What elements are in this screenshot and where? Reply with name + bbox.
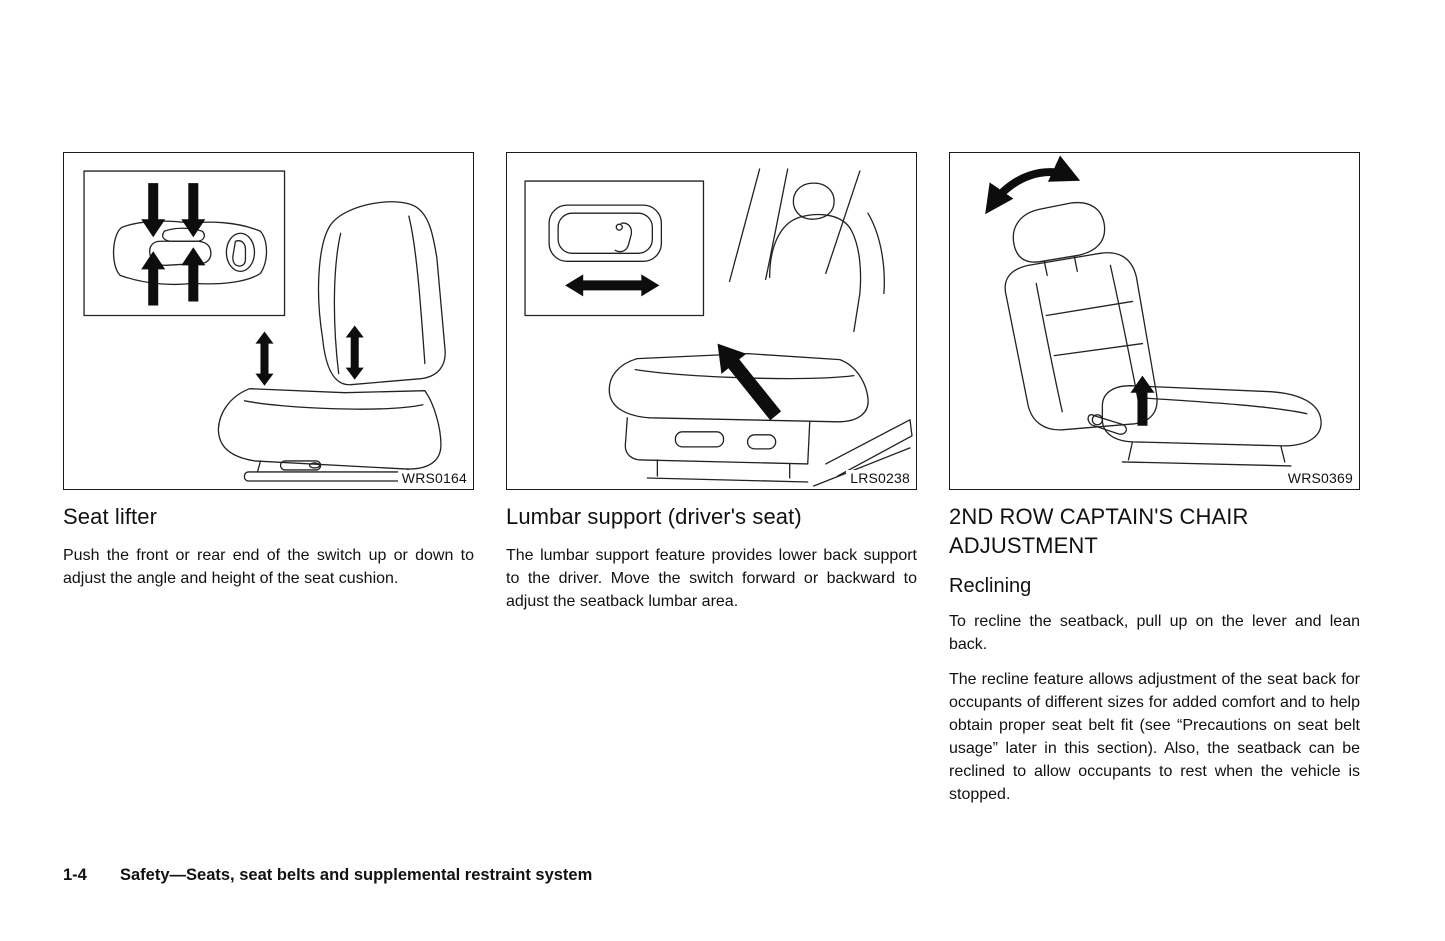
column-lumbar-support: LRS0238 Lumbar support (driver's seat) T… <box>506 152 917 806</box>
recline-motion-arrow-icon <box>985 155 1081 215</box>
column-seat-lifter: WRS0164 Seat lifter Push the front or re… <box>63 152 474 806</box>
figure-seat-lifter: WRS0164 <box>63 152 474 490</box>
section-heading-seat-lifter: Seat lifter <box>63 504 158 529</box>
up-down-adjust-arrows-icon <box>255 325 364 386</box>
figure-lumbar-support: LRS0238 <box>506 152 917 490</box>
section-heading-lumbar-support: Lumbar support (driver's seat) <box>506 504 802 529</box>
paragraph: The lumbar support feature provides lowe… <box>506 546 917 610</box>
lever-pull-up-arrow-icon <box>1130 375 1155 426</box>
column-captains-chair: WRS0369 2ND ROW CAPTAIN'S CHAIR ADJUSTME… <box>949 152 1360 806</box>
lumbar-switch-inset <box>524 180 705 317</box>
switch-pointer-arrow-icon <box>717 343 782 421</box>
seat-lifter-illustration <box>83 170 446 482</box>
footer-section-title: Safety—Seats, seat belts and supplementa… <box>120 866 593 884</box>
captains-chair-illustration <box>985 155 1322 467</box>
figure-code: WRS0164 <box>397 470 467 486</box>
switch-direction-arrows-icon <box>141 183 206 306</box>
captains-chair-drawing <box>1004 201 1322 467</box>
seat-lifter-switch-inset <box>83 170 286 317</box>
figure-code: LRS0238 <box>846 470 910 486</box>
content-columns: WRS0164 Seat lifter Push the front or re… <box>63 152 1360 806</box>
figure-code: WRS0369 <box>1283 470 1353 486</box>
lumbar-support-illustration <box>524 168 913 487</box>
seat-side-view-drawing <box>217 201 446 482</box>
forward-backward-arrow-icon <box>565 274 660 297</box>
figure-captains-chair: WRS0369 <box>949 152 1360 490</box>
subheading-reclining: Reclining <box>949 575 1032 598</box>
paragraph: To recline the seatback, pull up on the … <box>949 613 1360 654</box>
driver-seat-drawing <box>608 168 913 487</box>
page-footer: 1-4 Safety—Seats, seat belts and supplem… <box>63 866 592 885</box>
page-number: 1-4 <box>63 866 87 884</box>
section-heading-captains-chair: 2ND ROW CAPTAIN'S CHAIR ADJUSTMENT <box>949 504 1249 558</box>
paragraph: The recline feature allows adjustment of… <box>949 671 1360 804</box>
paragraph: Push the front or rear end of the switch… <box>63 546 474 587</box>
